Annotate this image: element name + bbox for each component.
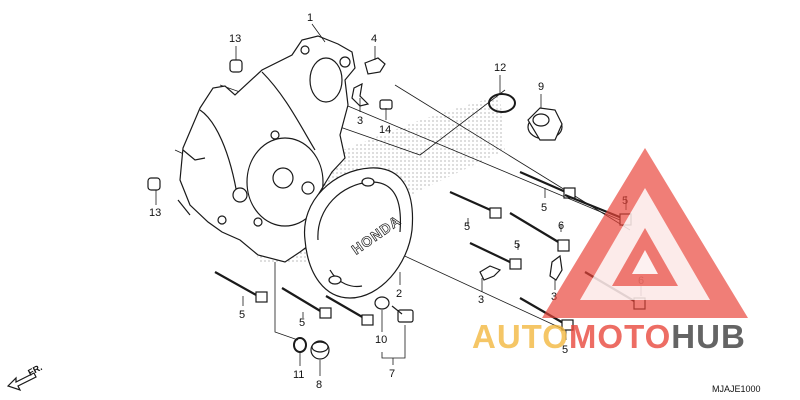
bolt-7: [519, 297, 574, 331]
small-parts: [147, 57, 563, 360]
dowel-pin-left: [147, 177, 161, 191]
clip-upper: [351, 82, 370, 107]
callout-2: 2: [396, 288, 402, 300]
callout-5-g: 5: [299, 317, 305, 329]
callout-5-c: 5: [464, 221, 470, 233]
callout-8: 8: [316, 379, 322, 391]
callout-11: 11: [293, 369, 304, 381]
filler-cap: [527, 107, 563, 141]
outer-cover: HONDA: [303, 167, 414, 299]
callout-13-top: 13: [229, 33, 241, 45]
washer-11: [293, 337, 307, 353]
callout-3-right: 3: [551, 291, 557, 303]
callout-3-mid: 3: [478, 294, 484, 306]
bolt-1: [519, 170, 576, 199]
callout-14: 14: [379, 124, 391, 136]
dowel-pin-top: [229, 59, 243, 73]
bolt-4: [509, 212, 570, 252]
callout-5-f: 5: [239, 309, 245, 321]
callout-13-left: 13: [149, 207, 161, 219]
clip-mid: [479, 265, 502, 281]
bolt-9: [281, 287, 332, 319]
callout-labels: 1 4 13 12 9 3 14 13 5 5 5 6 5 3 3 6 5 5 …: [149, 12, 644, 391]
arrow-icon: [6, 372, 37, 392]
front-arrow: FR.: [6, 362, 44, 392]
bolt-10: [325, 295, 374, 326]
callout-12: 12: [494, 62, 506, 74]
bolt-small: [379, 99, 393, 110]
clip-right: [549, 254, 563, 281]
plug-8: [310, 340, 330, 360]
watermark-text: AUTOMOTOHUB: [472, 318, 746, 355]
washer-10: [374, 296, 390, 310]
bolt-5: [469, 242, 522, 270]
callout-9: 9: [538, 81, 544, 93]
watermark-word-part1: AUTO: [472, 318, 569, 355]
callout-6-a: 6: [558, 220, 564, 232]
grommet: [364, 57, 386, 75]
callout-7: 7: [389, 368, 395, 380]
watermark-word-part2: MOTO: [569, 318, 671, 355]
callout-10: 10: [375, 334, 387, 346]
o-ring: [488, 93, 516, 113]
bolt-8: [214, 271, 268, 303]
callout-5-e: 5: [562, 344, 568, 356]
watermark-triangle-icon: [542, 148, 748, 318]
watermark-logo: AUTOMOTOHUB: [472, 148, 748, 355]
callout-4: 4: [371, 33, 377, 45]
bolt-washer-7: [391, 305, 414, 323]
callout-leaders: [155, 23, 642, 376]
callout-1: 1: [307, 12, 313, 24]
callout-5-a: 5: [541, 202, 547, 214]
bolt-3: [449, 190, 502, 219]
callout-3-upper: 3: [357, 115, 363, 127]
direction-label: FR.: [26, 362, 43, 378]
callout-5-d: 5: [514, 239, 520, 251]
watermark-word-part3: HUB: [671, 318, 746, 355]
drawing-code: MJAJE1000: [712, 384, 761, 394]
